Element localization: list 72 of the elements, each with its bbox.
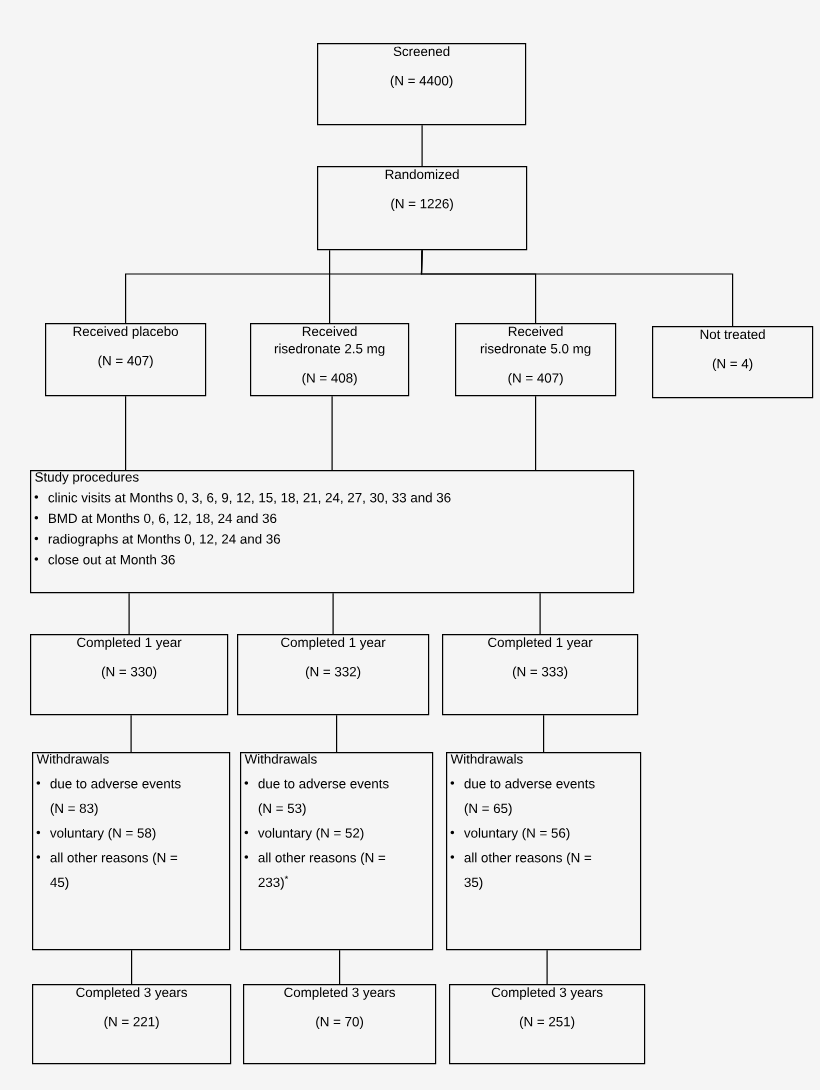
connector-line <box>421 124 423 167</box>
connector-line <box>539 592 541 635</box>
flow-box <box>243 984 437 1065</box>
connector-line <box>130 714 132 753</box>
box-title: Screened <box>393 46 450 57</box>
box-title: Completed 1 year <box>281 637 386 650</box>
flow-box <box>449 984 646 1065</box>
list-heading: Study procedures <box>35 471 139 485</box>
connector-line <box>546 949 548 985</box>
count-label: (N = 333) <box>512 666 568 680</box>
connector-line <box>128 592 130 635</box>
list-item: close out at Month 36 <box>34 554 175 565</box>
list-item: all other reasons (N = 233)$^{*}$ <box>244 852 386 890</box>
list-item: due to adverse events (N = 83) <box>36 778 181 816</box>
flow-box <box>30 634 229 716</box>
count-label: (N = 4400) <box>390 75 453 89</box>
list-heading: Withdrawals <box>244 753 317 764</box>
flow-box <box>652 326 814 399</box>
flow-box <box>45 323 207 397</box>
count-label: (N = 70) <box>316 1016 364 1030</box>
list-item: all other reasons (N = 45) <box>36 852 178 890</box>
list-item: due to adverse events (N = 65) <box>450 778 595 816</box>
flow-box <box>32 752 231 951</box>
connector-line <box>131 949 133 985</box>
connector-line <box>329 249 331 324</box>
connector-line <box>336 714 338 753</box>
list-heading: Withdrawals <box>450 753 523 764</box>
flow-box <box>30 470 635 594</box>
box-title: Randomized <box>385 169 459 180</box>
connector-line <box>331 395 333 471</box>
connector-line <box>125 395 127 471</box>
list-item: voluntary (N = 56) <box>450 827 570 841</box>
box-title: Completed 3 years <box>284 987 396 1000</box>
count-label: (N = 330) <box>101 666 157 680</box>
connector-line <box>543 714 545 753</box>
count-label: (N = 407) <box>98 355 153 369</box>
flow-box <box>446 752 642 951</box>
flow-box <box>442 634 639 716</box>
count-label: (N = 407) <box>508 372 563 386</box>
box-title: Completed 1 year <box>77 637 182 650</box>
count-label: (N = 221) <box>104 1016 159 1030</box>
box-title: Completed 3 years <box>491 987 603 1000</box>
list-item: voluntary (N = 58) <box>36 827 156 841</box>
count-label: (N = 1226) <box>391 198 453 212</box>
connector-line <box>420 249 734 327</box>
box-title: Received placebo <box>73 326 178 339</box>
flow-box <box>32 984 232 1065</box>
flow-box <box>317 43 527 126</box>
connector-line <box>535 395 537 471</box>
flow-box <box>317 166 528 251</box>
count-label: (N = 408) <box>302 372 357 386</box>
flow-box <box>237 634 430 716</box>
list-item: all other reasons (N = 35) <box>450 852 592 890</box>
list-item: BMD at Months 0, 6, 12, 18, 24 and 36 <box>34 513 277 525</box>
list-item: clinic visits at Months 0, 3, 6, 9, 12, 15, 18, 21, 24, 27, 30, 33 and 36 <box>34 492 451 504</box>
connector-line <box>332 592 334 635</box>
flow-box <box>250 323 410 397</box>
count-label: (N = 332) <box>305 666 361 680</box>
count-label: (N = 251) <box>519 1016 575 1030</box>
box-title: Received risedronate 5.0 mg <box>480 326 591 357</box>
connector-line <box>339 949 341 985</box>
list-item: due to adverse events (N = 53) <box>244 778 389 816</box>
box-title: Completed 3 years <box>76 987 188 1000</box>
flow-box <box>240 752 434 951</box>
list-item: voluntary (N = 52) <box>244 827 364 841</box>
list-heading: Withdrawals <box>36 753 109 764</box>
count-label: (N = 4) <box>712 358 753 372</box>
flow-box <box>455 323 617 397</box>
box-title: Received risedronate 2.5 mg <box>274 326 385 357</box>
box-title: Not treated <box>700 329 765 340</box>
list-item: radiographs at Months 0, 12, 24 and 36 <box>34 533 281 547</box>
box-title: Completed 1 year <box>488 637 593 650</box>
